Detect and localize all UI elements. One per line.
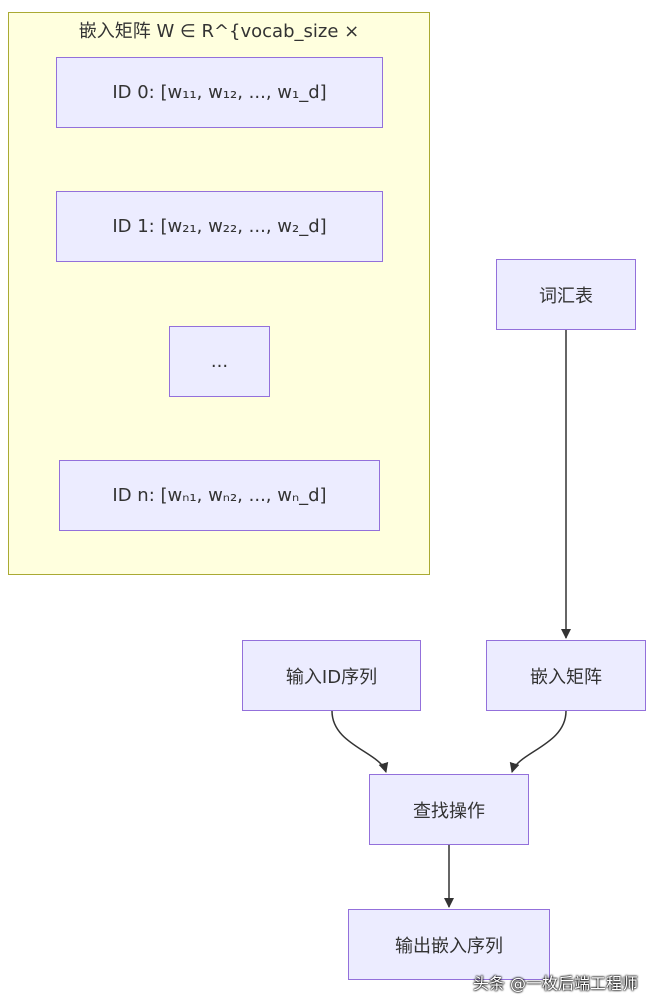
cluster-title: 嵌入矩阵 W ∈ R^{vocab_size × (78, 21, 360, 42)
edge-matrix-to-lookup (509, 710, 567, 773)
node-output-embedding-sequence: 输出嵌入序列 (348, 909, 550, 980)
node-row-id-n: ID n: [wₙ₁, wₙ₂, ..., wₙ_d] (59, 460, 380, 531)
node-embedding-matrix: 嵌入矩阵 (486, 640, 646, 711)
node-input-id-sequence: 输入ID序列 (242, 640, 421, 711)
node-vocabulary: 词汇表 (496, 259, 636, 330)
edge-input-to-lookup (331, 710, 389, 773)
watermark: 头条 @一枚后端工程师 (472, 974, 638, 993)
node-row-id-0: ID 0: [w₁₁, w₁₂, ..., w₁_d] (56, 57, 383, 128)
node-row-id-1: ID 1: [w₂₁, w₂₂, ..., w₂_d] (56, 191, 383, 262)
node-lookup-operation: 查找操作 (369, 774, 529, 845)
node-row-ellipsis: ... (169, 326, 270, 397)
